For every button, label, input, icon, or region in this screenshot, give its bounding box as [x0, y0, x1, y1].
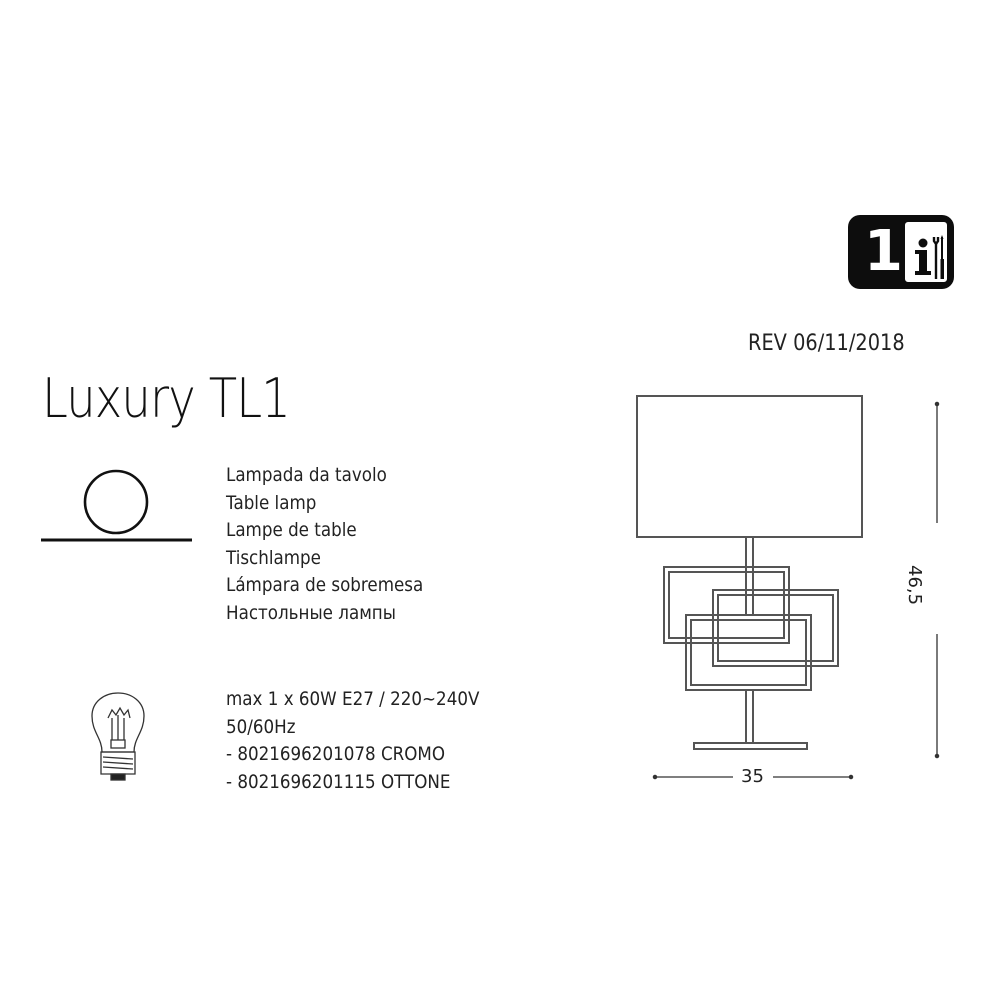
- installation-badge: 1: [846, 213, 956, 291]
- type-de: Tischlampe: [226, 546, 321, 569]
- info-icon: [915, 238, 931, 275]
- height-dimension: [934, 401, 940, 759]
- spec-frequency: 50/60Hz: [226, 715, 296, 738]
- revision-date: REV 06/11/2018: [748, 331, 905, 356]
- light-bulb-icon: [91, 692, 145, 781]
- decor-frame-b: [712, 589, 839, 667]
- spec-power: max 1 x 60W E27 / 220~240V: [226, 688, 480, 710]
- table-lamp-symbol-icon: [41, 469, 192, 542]
- type-fr: Lampe de table: [226, 519, 357, 541]
- spec-code-cromo: - 8021696201078 CROMO: [226, 743, 445, 765]
- height-label: 46,5: [904, 565, 925, 606]
- type-es: Lámpara de sobremesa: [226, 574, 424, 596]
- decor-frame-c: [685, 614, 812, 691]
- type-it: Lampada da tavolo: [226, 464, 387, 486]
- tools-icon: [932, 235, 944, 279]
- lamp-shade: [636, 395, 863, 538]
- spec-list: max 1 x 60W E27 / 220~240V 50/60Hz - 802…: [226, 686, 479, 796]
- decor-frame-a: [663, 566, 790, 644]
- type-en: Table lamp: [226, 491, 317, 514]
- width-label: 35: [741, 766, 764, 787]
- lamp-drawing: [636, 395, 863, 750]
- type-ru: Настольные лампы: [226, 601, 396, 624]
- lamp-base: [693, 742, 808, 750]
- product-title: Luxury TL1: [42, 367, 291, 430]
- badge-number: 1: [864, 219, 903, 284]
- lamp-type-list: Lampada da tavolo Table lamp Lampe de ta…: [226, 462, 423, 627]
- spec-code-ottone: - 8021696201115 OTTONE: [226, 770, 451, 793]
